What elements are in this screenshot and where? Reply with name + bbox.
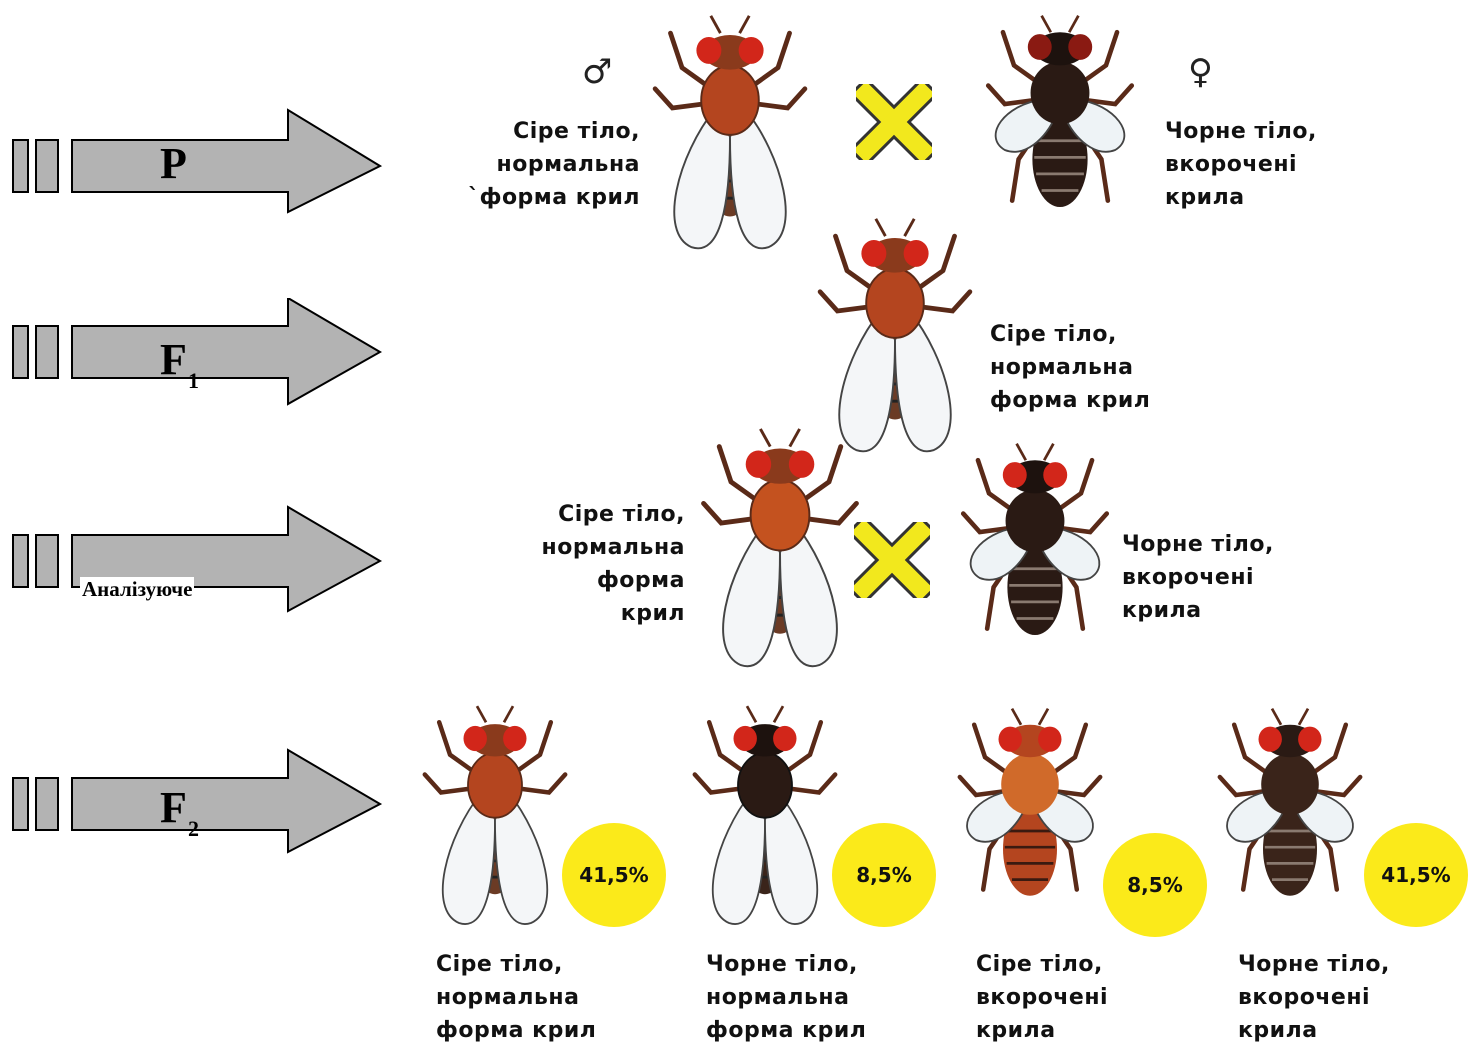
- fly-grey-normal-icon: [405, 690, 585, 940]
- generation-arrow-p: P: [0, 108, 390, 218]
- caption-line: Чорне тіло,: [1122, 528, 1274, 561]
- generation-arrow-testcross: Аналізуюче: [0, 505, 390, 615]
- caption-line: крила: [1165, 181, 1317, 214]
- cross-icon: [856, 84, 932, 160]
- f2-caption-3: Сіре тіло, вкорочені крила: [976, 948, 1108, 1047]
- female-symbol: ♀: [1188, 52, 1213, 92]
- percent-badge: 41,5%: [1364, 823, 1468, 927]
- generation-subscript: 2: [188, 816, 199, 842]
- parent-female-caption: Чорне тіло, вкорочені крила: [1165, 115, 1317, 214]
- caption-line: форма: [480, 564, 685, 597]
- f2-caption-1: Сіре тіло, нормальна форма крил: [436, 948, 596, 1047]
- fly-grey-normal-icon: [680, 425, 880, 670]
- caption-line: Чорне тіло,: [1165, 115, 1317, 148]
- caption-line: вкорочені: [1238, 981, 1390, 1014]
- percent-badge: 41,5%: [562, 823, 666, 927]
- caption-line: Сіре тіло,: [440, 115, 640, 148]
- arrow-shape: [0, 505, 390, 615]
- caption-line: нормальна: [440, 148, 640, 181]
- caption-line: Сіре тіло,: [990, 318, 1150, 351]
- caption-line: нормальна: [990, 351, 1150, 384]
- caption-line: вкорочені: [1165, 148, 1317, 181]
- caption-line: Чорне тіло,: [706, 948, 866, 981]
- caption-line: Сіре тіло,: [480, 498, 685, 531]
- caption-line: вкорочені: [1122, 561, 1274, 594]
- testcross-right-caption: Чорне тіло, вкорочені крила: [1122, 528, 1274, 627]
- caption-line: нормальна: [706, 981, 866, 1014]
- testcross-left-caption: Сіре тіло, нормальна форма крил: [480, 498, 685, 630]
- generation-subscript: 1: [188, 368, 199, 394]
- caption-line: форма крил: [436, 1014, 596, 1047]
- caption-line: крила: [1122, 594, 1274, 627]
- caption-line: форма крил: [990, 384, 1150, 417]
- caption-line: крил: [480, 597, 685, 630]
- fly-black-short-icon: [960, 12, 1160, 242]
- fly-black-normal-icon: [675, 690, 855, 940]
- caption-line: Сіре тіло,: [436, 948, 596, 981]
- caption-line: Сіре тіло,: [976, 948, 1108, 981]
- male-symbol: ♂: [582, 52, 612, 92]
- fly-grey-normal-icon: [795, 215, 995, 455]
- caption-line: нормальна: [480, 531, 685, 564]
- generation-label: Аналізуюче: [80, 577, 194, 602]
- caption-line: `форма крил: [440, 181, 640, 214]
- caption-line: вкорочені: [976, 981, 1108, 1014]
- parent-male-caption: Сіре тіло, нормальна `форма крил: [440, 115, 640, 214]
- generation-label: F: [160, 782, 187, 833]
- percent-badge: 8,5%: [1103, 833, 1207, 937]
- generation-label: P: [160, 138, 187, 189]
- caption-line: крила: [976, 1014, 1108, 1047]
- caption-line: крила: [1238, 1014, 1390, 1047]
- f1-caption: Сіре тіло, нормальна форма крил: [990, 318, 1150, 417]
- generation-arrow-f2: F 2: [0, 746, 390, 856]
- arrow-shape: [0, 108, 390, 218]
- f2-caption-2: Чорне тіло, нормальна форма крил: [706, 948, 866, 1047]
- fly-black-short-icon: [935, 440, 1135, 670]
- caption-line: форма крил: [706, 1014, 866, 1047]
- caption-line: нормальна: [436, 981, 596, 1014]
- caption-line: Чорне тіло,: [1238, 948, 1390, 981]
- generation-label: F: [160, 334, 187, 385]
- fly-black-short-icon: [1200, 700, 1380, 935]
- generation-arrow-f1: F 1: [0, 298, 390, 408]
- percent-badge: 8,5%: [832, 823, 936, 927]
- fly-grey-short-icon: [940, 700, 1120, 935]
- f2-caption-4: Чорне тіло, вкорочені крила: [1238, 948, 1390, 1047]
